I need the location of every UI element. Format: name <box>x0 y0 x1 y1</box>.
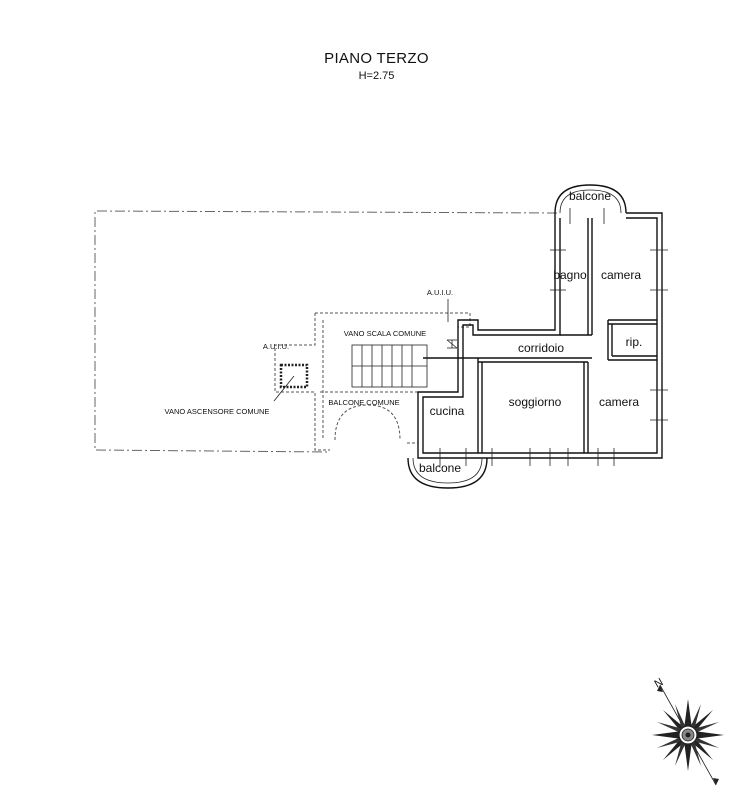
elevator-shaft <box>273 363 309 402</box>
compass-north-label: N <box>653 676 666 690</box>
label-vano-ascensore: VANO ASCENSORE COMUNE <box>165 407 270 416</box>
label-balcone-comune: BALCONE COMUNE <box>328 398 399 407</box>
window-marks <box>439 208 668 466</box>
stair-treads <box>351 344 428 388</box>
common-balcony-arch <box>334 404 401 441</box>
plan-title: PIANO TERZO <box>324 50 429 67</box>
room-label-rip: rip. <box>626 335 643 349</box>
apartment-outer-wall <box>417 212 663 459</box>
balcony-top-inner <box>559 189 622 214</box>
room-label-cucina: cucina <box>430 404 465 418</box>
common-balcony-boundary <box>274 313 330 451</box>
balcony-top-outline <box>554 184 627 214</box>
plan-height-label: H=2.75 <box>358 70 395 82</box>
room-label-soggiorno: soggiorno <box>509 395 562 409</box>
label-auiu-top: A.U.I.U. <box>427 288 453 297</box>
entry-door-symbol <box>446 339 458 349</box>
room-label-bagno: bagno <box>553 268 587 282</box>
balcony-bottom-inner <box>412 457 483 484</box>
room-label-corridoio: corridoio <box>518 341 564 355</box>
room-label-camera-top: camera <box>601 268 641 282</box>
label-vano-scala: VANO SCALA COMUNE <box>344 329 426 338</box>
common-stair-boundary <box>315 312 471 444</box>
room-label-balcone-bottom: balcone <box>419 461 461 475</box>
label-auiu-left: A.U.I.U. <box>263 342 289 351</box>
balcony-bottom-outline <box>407 457 488 489</box>
compass-rose-icon <box>652 684 724 786</box>
interior-walls <box>423 218 657 453</box>
room-label-camera-bottom: camera <box>599 395 639 409</box>
lot-boundary <box>94 210 558 453</box>
room-label-balcone-top: balcone <box>569 189 611 203</box>
apartment-outer-wall-inner <box>422 217 658 454</box>
